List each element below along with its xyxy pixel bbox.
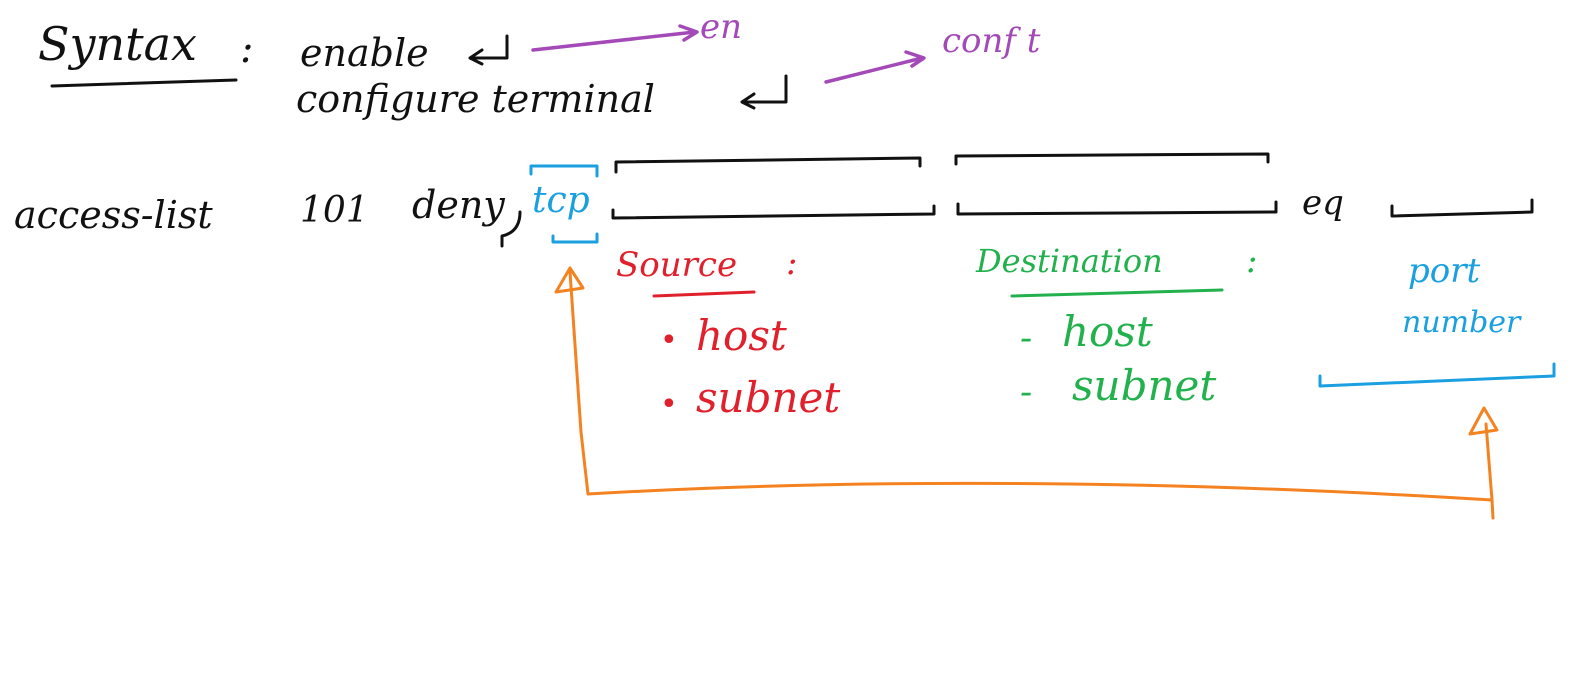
arrowhead-up-icon xyxy=(554,266,585,294)
abbreviation-conf-t: conf t xyxy=(942,21,1041,61)
destination-bullet: - xyxy=(1020,372,1032,413)
enter-key-icon xyxy=(740,74,788,110)
destination-colon: : xyxy=(1246,241,1257,281)
source-bullet: • xyxy=(660,387,678,422)
source-underline xyxy=(652,290,756,298)
abbreviation-arrow xyxy=(824,50,926,84)
destination-bullet: - xyxy=(1020,318,1032,359)
source-slot-bottom xyxy=(611,204,936,220)
destination-slot-top xyxy=(954,152,1270,166)
port-underline-bracket xyxy=(1318,362,1556,388)
command-enable: enable xyxy=(300,31,429,75)
port-label-line1: port xyxy=(1408,251,1480,291)
port-slot xyxy=(1390,198,1534,218)
deny-tail-stroke xyxy=(500,210,522,248)
destination-underline xyxy=(1010,288,1224,298)
protocol-bracket-top xyxy=(529,164,599,178)
acl-operator: eq xyxy=(1302,183,1344,223)
enter-key-icon xyxy=(468,34,509,66)
source-option-host: host xyxy=(696,311,787,360)
arrowhead-up-icon xyxy=(1468,406,1499,436)
arrow-shaft-right xyxy=(1484,422,1494,502)
source-option-subnet: subnet xyxy=(696,373,840,422)
syntax-label: Syntax xyxy=(38,17,197,71)
acl-keyword: access-list xyxy=(14,193,213,237)
destination-option-subnet: subnet xyxy=(1072,361,1216,410)
acl-number: 101 xyxy=(300,190,369,231)
destination-option-host: host xyxy=(1062,307,1153,356)
acl-action: deny xyxy=(412,183,505,227)
protocol-port-link-arrow xyxy=(568,270,1495,520)
acl-protocol: tcp xyxy=(532,180,590,221)
source-title: Source xyxy=(616,245,737,285)
command-configure-terminal: configure terminal xyxy=(296,77,655,121)
source-colon: : xyxy=(786,243,797,283)
abbreviation-arrow xyxy=(531,24,699,52)
source-slot-top xyxy=(614,156,922,174)
syntax-colon: : xyxy=(240,26,253,72)
destination-title: Destination xyxy=(975,242,1163,280)
destination-slot-bottom xyxy=(956,200,1278,216)
protocol-bracket-bottom xyxy=(551,232,599,244)
source-bullet: • xyxy=(660,323,678,358)
abbreviation-en: en xyxy=(700,7,742,47)
syntax-underline xyxy=(50,78,238,88)
port-label-line2: number xyxy=(1402,305,1522,340)
